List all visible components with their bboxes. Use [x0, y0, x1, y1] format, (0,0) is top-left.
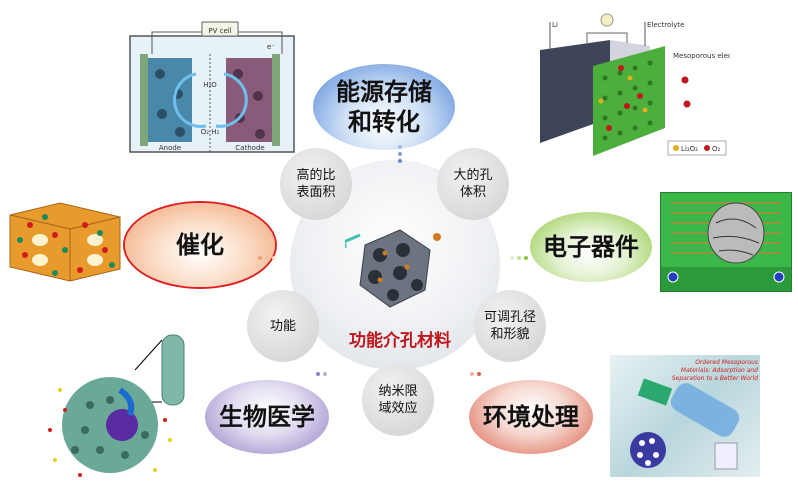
- app-environment: 环境处理: [469, 380, 593, 454]
- property-label: 大的孔体积: [453, 168, 493, 200]
- pv-cell-illustration: PV cell e⁻ H₂O O₂ H₂ Anode Cathode: [122, 14, 298, 154]
- environment-adsorption-illustration: Ordered Mesoporous Materials: Adsorption…: [610, 355, 760, 477]
- property-label: 高的比: [296, 168, 336, 183]
- app-label: 电子器件: [543, 233, 639, 261]
- catalyst-framework-illustration: [0, 195, 128, 285]
- li-label: Li: [552, 21, 558, 29]
- app-energy-storage: 能源存储和转化: [313, 64, 455, 150]
- li2o2-legend: Li₂O₂: [681, 145, 698, 153]
- anode-label: Anode: [159, 144, 181, 152]
- property-high-surface-area: 高的比表面积: [280, 148, 352, 220]
- app-biomedicine: 生物医学: [205, 380, 329, 454]
- electrolyte-label: Electrolyte: [647, 21, 684, 29]
- connector-dots-environment: [470, 372, 481, 376]
- gases-label: O₂ H₂: [201, 128, 220, 136]
- property-label: 可调孔径: [483, 310, 536, 325]
- cathode-label: Cathode: [235, 144, 264, 152]
- app-label: 环境处理: [483, 403, 579, 431]
- electronic-device-illustration: [660, 192, 792, 292]
- o2-legend: O₂: [712, 145, 721, 153]
- center-title: 功能介孔材料: [349, 331, 451, 351]
- app-label: 能源存储: [336, 78, 432, 106]
- connector-dots-catalysis: [258, 256, 276, 260]
- connector-dots-biomedicine: [316, 372, 327, 376]
- property-tunable-pore: 可调孔径和形貌: [474, 290, 546, 362]
- environment-caption: Ordered Mesoporous Materials: Adsorption…: [671, 359, 758, 382]
- property-large-pore-volume: 大的孔体积: [437, 148, 509, 220]
- water-label: H₂O: [203, 81, 217, 89]
- app-catalysis: 催化: [125, 203, 275, 287]
- electrode-label: Mesoporous electrode: [673, 52, 730, 60]
- connector-dots-electronics: [510, 256, 528, 260]
- li-air-battery-illustration: Li Electrolyte Mesoporous electrode Li₂O…: [535, 8, 750, 158]
- connector-dots-energy: [398, 145, 402, 163]
- property-functional: 功能: [247, 290, 319, 362]
- property-label: 域效应: [378, 401, 418, 416]
- property-label: 和形貌: [490, 327, 530, 342]
- property-nano-confinement: 纳米限域效应: [362, 364, 434, 436]
- mesoporous-hexagon-icon: [336, 215, 445, 315]
- property-label: 表面积: [296, 185, 336, 200]
- electron-label: e⁻: [267, 43, 275, 51]
- app-label: 和转化: [348, 108, 420, 136]
- nanoparticle-drug-delivery-illustration: [40, 330, 190, 480]
- app-electronics: 电子器件: [530, 212, 652, 282]
- property-label: 功能: [269, 318, 296, 334]
- pv-cell-label: PV cell: [208, 27, 231, 35]
- app-label: 催化: [176, 231, 224, 259]
- property-label: 纳米限: [378, 384, 418, 399]
- app-label: 生物医学: [219, 403, 315, 431]
